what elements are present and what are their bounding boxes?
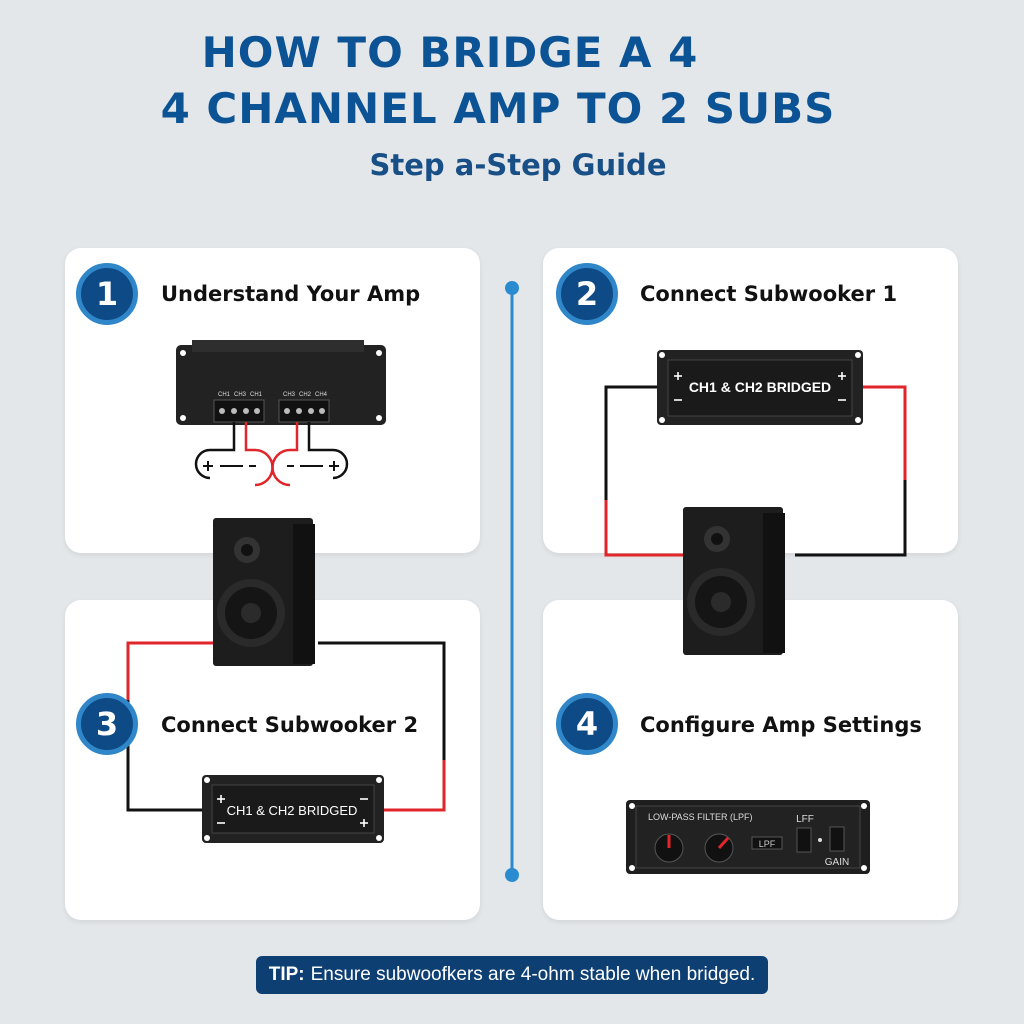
channel-label: CH1 (250, 392, 263, 398)
step-4-title: Configure Amp Settings (640, 713, 922, 737)
channel-label: CH1 (218, 392, 231, 398)
title-line-1: HOW TO BRIDGE A 4 (201, 28, 699, 77)
step-3-title: Connect Subwooker 2 (161, 713, 419, 737)
amp-label: CH1 & CH2 BRIDGED (227, 803, 358, 818)
tip-prefix: TIP: (268, 964, 305, 985)
timeline-dot-bottom (505, 868, 519, 882)
subtitle: Step a-Step Guide (369, 148, 667, 182)
step-2-number: 2 (556, 263, 618, 325)
timeline-dot-top (505, 281, 519, 295)
channel-label: CH3 (283, 392, 296, 398)
bridged-amp-step-2: CH1 & CH2 BRIDGED (657, 350, 863, 425)
title-line-2: 4 CHANNEL AMP TO 2 SUBS (160, 84, 836, 133)
lff-switch (796, 827, 812, 853)
channel-label: CH2 (299, 392, 312, 398)
step-1-title: Understand Your Amp (161, 282, 421, 306)
gain-label: GAIN (825, 857, 849, 868)
polarity-symbols (203, 461, 339, 471)
gain-switch (829, 826, 845, 852)
subwoofer-1 (683, 507, 785, 655)
tip-banner: TIP:Ensure subwoofkers are 4-ohm stable … (256, 956, 768, 994)
tip-text: Ensure subwoofkers are 4-ohm stable when… (310, 964, 756, 985)
amp-settings-panel: LOW-PASS FILTER (LPF) LPF LFF GAIN (626, 800, 870, 874)
channel-label: CH4 (315, 392, 328, 398)
subwoofer-2 (213, 518, 315, 666)
amp-label: CH1 & CH2 BRIDGED (689, 379, 831, 395)
step-3-number: 3 (76, 693, 138, 755)
switch-label: LFF (796, 814, 814, 825)
bridged-amp-step-3: CH1 & CH2 BRIDGED (202, 775, 384, 843)
step-2-title: Connect Subwooker 1 (640, 282, 898, 306)
step-4-number: 4 (556, 693, 618, 755)
knob-2 (717, 836, 730, 850)
filter-label: LOW-PASS FILTER (LPF) (648, 812, 753, 822)
step-1-number: 1 (76, 263, 138, 325)
lpf-display: LPF (759, 839, 776, 849)
four-channel-amp-illustration: CH1 CH3 CH1 CH3 CH2 CH4 (176, 340, 386, 487)
channel-label: CH3 (234, 392, 247, 398)
